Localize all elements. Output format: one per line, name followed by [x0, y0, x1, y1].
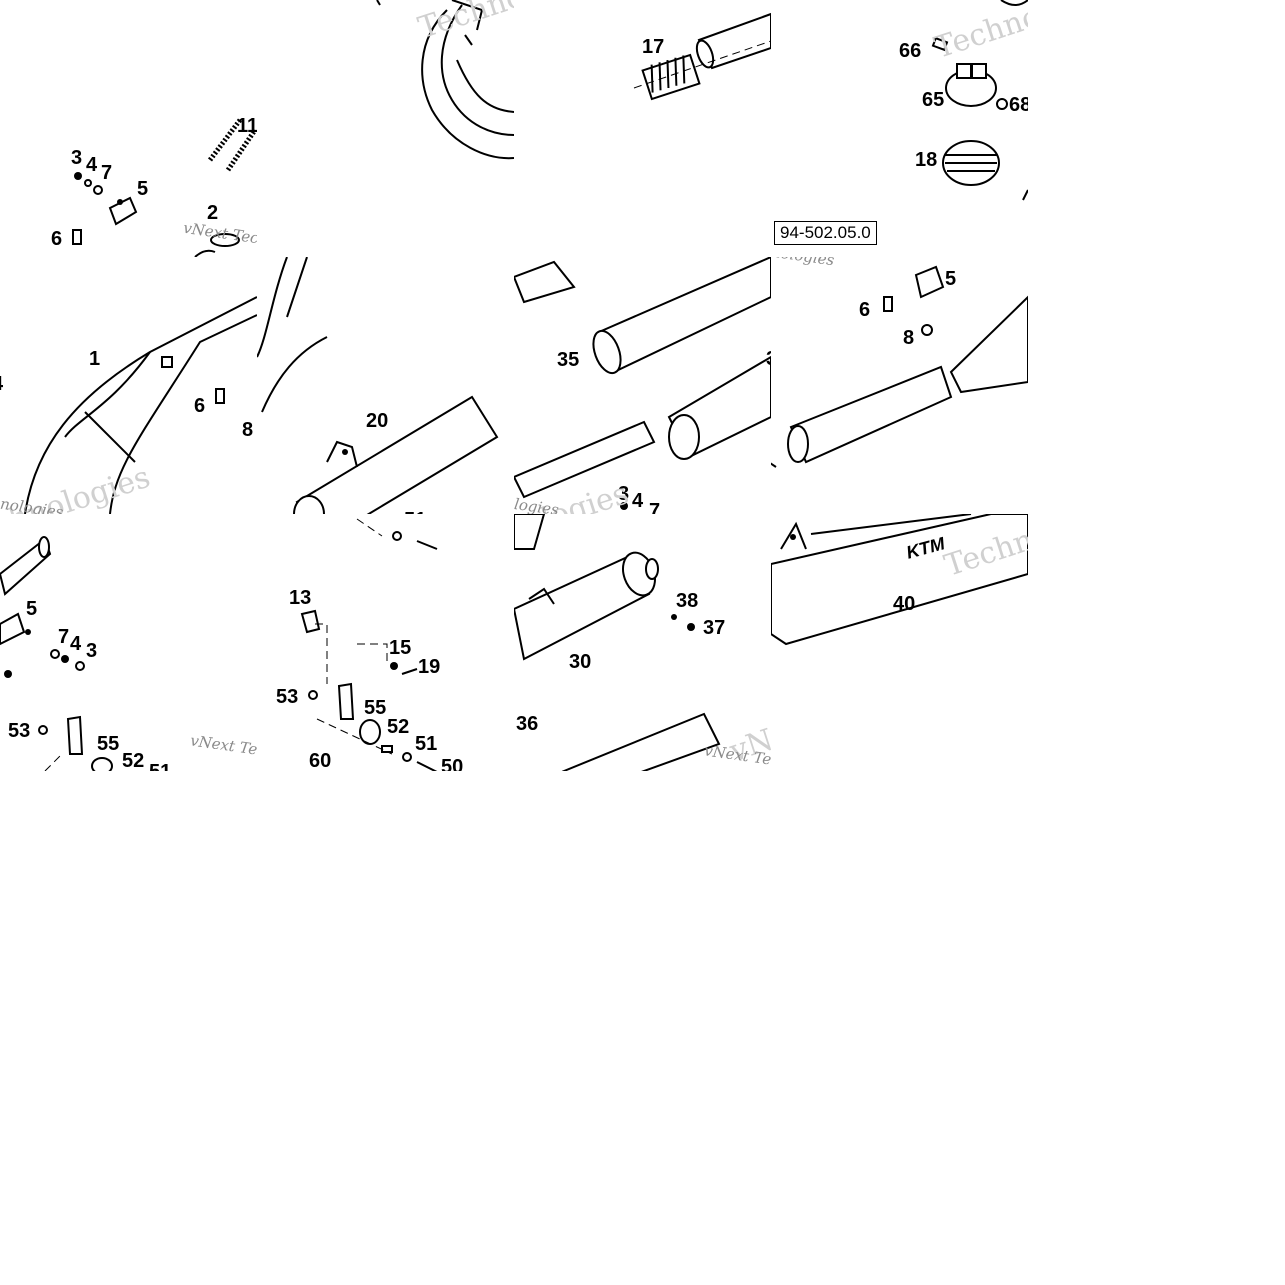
- callout-60: 60: [309, 750, 332, 771]
- callout-53b: 53: [276, 686, 299, 708]
- callout-68: 68: [1009, 94, 1028, 116]
- silencer-40-drawing: [771, 514, 1028, 646]
- callout-52b: 52: [387, 716, 410, 738]
- clamp-drawing: [931, 0, 1028, 201]
- tile-mount-hardware-left: 5 7 4 3 53 55 52 51 vNext Te: [0, 514, 257, 771]
- callout-4c: 4: [70, 633, 82, 655]
- tile-clamp-sleeve: 66 65 68 18 Technologies 94-502.05.0: [771, 0, 1028, 257]
- callout-37: 37: [703, 617, 726, 639]
- callout-7c: 7: [58, 626, 70, 648]
- callout-51: 51: [404, 510, 426, 514]
- mount-hardware-left-drawing: [0, 536, 113, 771]
- callout-35: 35: [557, 349, 580, 371]
- callout-30: 30: [569, 651, 592, 673]
- callout-55: 55: [97, 733, 120, 755]
- callout-51b: 51: [415, 733, 438, 755]
- springs-drawing: [72, 118, 257, 257]
- callout-66: 66: [899, 40, 922, 62]
- callout-36: 36: [516, 713, 539, 735]
- tile-rubber-sleeve: 17: [514, 0, 771, 257]
- callout-3c: 3: [86, 640, 98, 662]
- callout-51-edge: 51: [149, 762, 171, 771]
- callout-20: 20: [366, 410, 389, 432]
- callout-2: 2: [207, 202, 219, 224]
- silencer-20-drawing: [257, 257, 499, 514]
- tile-silencer-35: 35 3 4 7 3 Technologies vNext logies: [514, 257, 771, 514]
- callout-8c: 8: [903, 327, 915, 349]
- callout-13: 13: [289, 587, 312, 609]
- header-pipe-drawing: [376, 0, 514, 160]
- silencer-30-drawing: [514, 514, 721, 771]
- expansion-chamber-drawing: [24, 296, 257, 514]
- watermark-logies: logies: [514, 494, 560, 514]
- callout-11: 11: [237, 115, 257, 137]
- callout-38: 38: [676, 590, 699, 612]
- callout-7b: 7: [649, 500, 661, 514]
- callout-6c: 6: [859, 299, 871, 321]
- tile-mount-hardware-center: 13 15 19 53 55 52 60 51 50 xt: [257, 514, 514, 771]
- callout-19: 19: [418, 656, 441, 678]
- sleeve-drawing: [633, 12, 771, 101]
- mount-hardware-center-drawing: [300, 518, 438, 771]
- callout-55b: 55: [364, 697, 387, 719]
- tile-silencer-outlet: 5 6 8 nologies: [771, 257, 1028, 514]
- callout-17: 17: [642, 36, 665, 58]
- silencer-35-drawing: [514, 257, 771, 510]
- callout-4: 4: [86, 154, 98, 176]
- callout-15: 15: [389, 637, 412, 659]
- callout-52: 52: [122, 750, 145, 771]
- callout-3: 3: [71, 147, 83, 169]
- tile-expansion-chamber: 1 6 8 4 chnologies nologies: [0, 257, 257, 514]
- callout-50b: 50: [441, 756, 464, 771]
- tile-silencer-30: 38 37 30 36 vNext vNext Te: [514, 514, 771, 771]
- callout-6: 6: [51, 228, 63, 250]
- callout-65: 65: [922, 89, 945, 111]
- tile-header-pipe-top: Techno: [257, 0, 514, 257]
- part-number-box: 94-502.05.0: [774, 221, 877, 246]
- callout-8b: 8: [242, 419, 254, 441]
- callout-5: 5: [137, 178, 149, 200]
- callout-3-edge: 3: [766, 349, 771, 369]
- tile-bracket-springs: 8 11 3 4 7 5 2 6 vNext Tec: [0, 0, 257, 257]
- callout-6b: 6: [194, 395, 206, 417]
- tile-silencer-40: KTM 40 Technologies: [771, 514, 1028, 771]
- callout-18: 18: [915, 149, 938, 171]
- callout-53: 53: [8, 720, 31, 742]
- callout-40: 40: [893, 593, 916, 615]
- callout-5b: 5: [945, 268, 957, 290]
- callout-1: 1: [89, 348, 101, 370]
- callout-3b: 3: [618, 483, 630, 505]
- callout-7: 7: [101, 162, 113, 184]
- tile-silencer-20: 20 54 51 50: [257, 257, 514, 514]
- silencer-outlet-drawing: [771, 265, 1028, 468]
- callout-4-edge: 4: [0, 374, 3, 394]
- callout-4b: 4: [632, 490, 644, 512]
- callout-5c: 5: [26, 598, 38, 620]
